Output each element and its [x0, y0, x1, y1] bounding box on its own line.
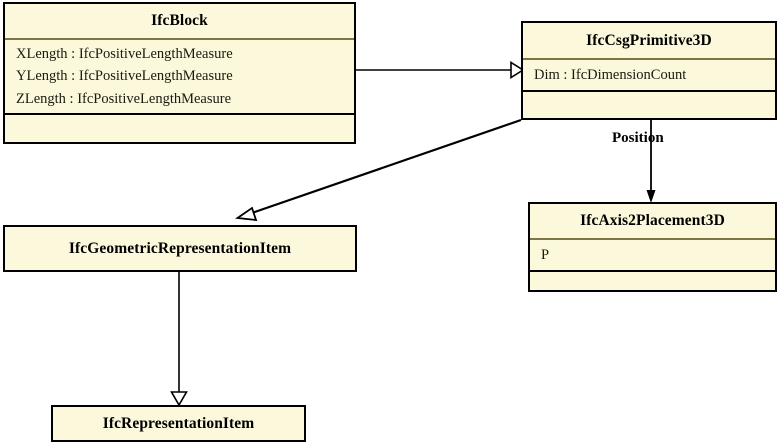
- class-title-ifc-representation-item: IfcRepresentationItem: [102, 414, 255, 432]
- edge-label-position: Position: [612, 130, 664, 146]
- attribute-row: XLength : IfcPositiveLengthMeasure: [16, 46, 233, 63]
- attribute-row: P: [541, 246, 550, 263]
- class-operations-ifc-block: [5, 113, 354, 142]
- uml-class-ifc-axis2-placement-3d[interactable]: IfcAxis2Placement3D P: [528, 202, 777, 292]
- class-title-ifc-axis2-placement-3d: IfcAxis2Placement3D: [580, 212, 725, 229]
- uml-class-ifc-geometric-representation-item[interactable]: IfcGeometricRepresentationItem: [3, 225, 357, 272]
- edge-block-to-csg: [356, 61, 525, 79]
- uml-class-ifc-representation-item[interactable]: IfcRepresentationItem: [51, 405, 306, 442]
- attribute-row: Dim : IfcDimensionCount: [534, 66, 687, 83]
- class-title-ifc-block: IfcBlock: [151, 12, 208, 29]
- class-operations-ifc-axis2-placement-3d: [530, 270, 775, 290]
- class-title-ifc-csg-primitive-3d: IfcCsgPrimitive3D: [586, 31, 712, 49]
- class-attributes-ifc-block: XLength : IfcPositiveLengthMeasure YLeng…: [5, 38, 354, 113]
- uml-class-ifc-csg-primitive-3d[interactable]: IfcCsgPrimitive3D Dim : IfcDimensionCoun…: [521, 21, 777, 120]
- class-attributes-ifc-csg-primitive-3d: Dim : IfcDimensionCount: [523, 58, 775, 90]
- attribute-row: ZLength : IfcPositiveLengthMeasure: [16, 90, 232, 107]
- uml-class-ifc-block[interactable]: IfcBlock XLength : IfcPositiveLengthMeas…: [3, 2, 356, 144]
- attribute-row: YLength : IfcPositiveLengthMeasure: [16, 68, 233, 85]
- edge-geomrep-to-repitem: [170, 272, 188, 407]
- class-title-ifc-geometric-representation-item: IfcGeometricRepresentationItem: [68, 239, 292, 257]
- class-attributes-ifc-axis2-placement-3d: P: [530, 238, 775, 270]
- class-operations-ifc-csg-primitive-3d: [523, 90, 775, 118]
